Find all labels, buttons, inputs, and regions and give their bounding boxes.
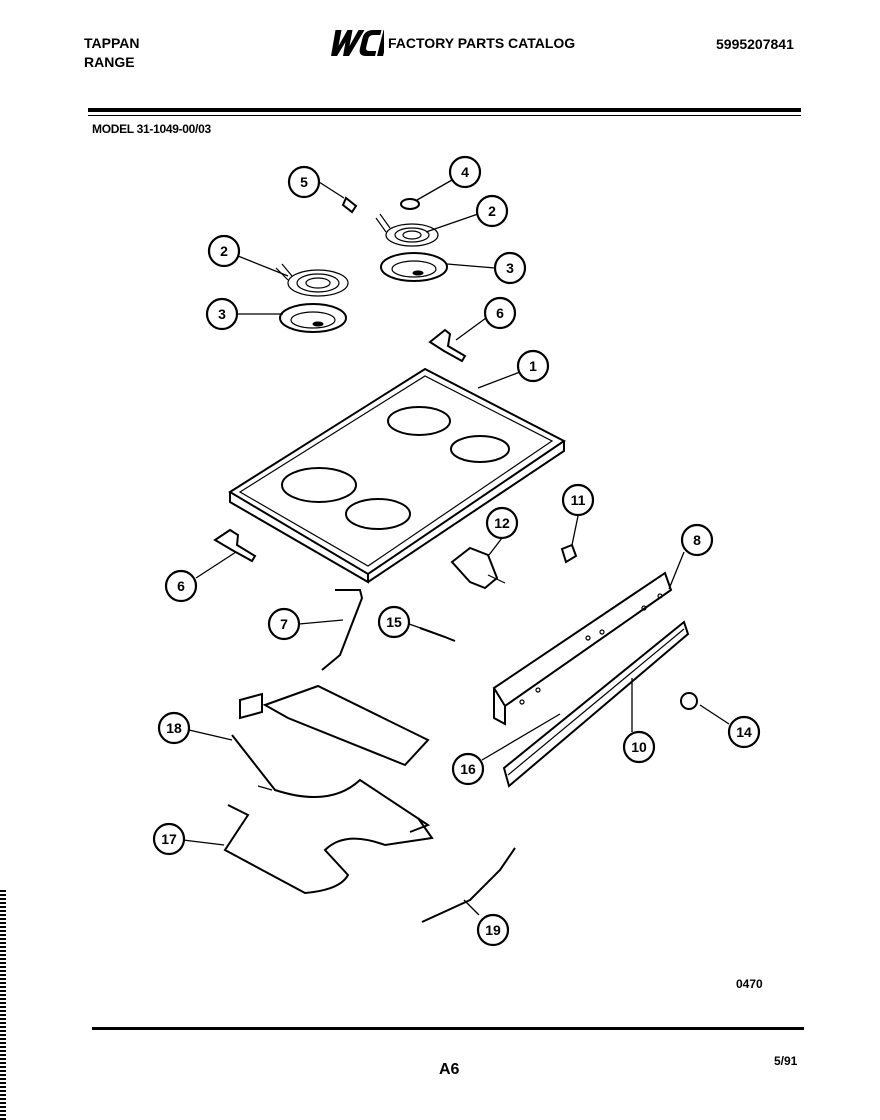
- wire-part-7: [321, 589, 364, 671]
- svg-text:14: 14: [736, 724, 752, 740]
- broil-element-part-17: [223, 804, 434, 895]
- svg-text:15: 15: [386, 614, 402, 630]
- surface-element-left: [275, 263, 349, 297]
- wire-part-19: [421, 847, 516, 923]
- rail-part-10: [502, 620, 690, 788]
- callout-5: 5: [287, 165, 321, 199]
- bake-element-part-18: [231, 684, 431, 833]
- callout-2-rear: 2: [475, 194, 509, 228]
- surface-element-rear: [375, 213, 439, 247]
- part-5-terminal-block: [341, 196, 358, 214]
- callout-10: 10: [622, 730, 656, 764]
- bracket-part-8: [492, 571, 673, 726]
- callout-12: 12: [485, 506, 519, 540]
- svg-text:12: 12: [494, 515, 510, 531]
- svg-text:2: 2: [220, 243, 228, 259]
- svg-text:3: 3: [506, 260, 514, 276]
- svg-text:6: 6: [177, 578, 185, 594]
- model-number: MODEL 31-1049-00/03: [92, 122, 211, 136]
- catalog-title: FACTORY PARTS CATALOG: [388, 35, 576, 51]
- svg-text:4: 4: [461, 164, 469, 180]
- callout-15: 15: [377, 605, 411, 639]
- svg-text:7: 7: [280, 616, 288, 632]
- svg-text:1: 1: [529, 358, 537, 374]
- callout-14: 14: [727, 715, 761, 749]
- product-label: RANGE: [84, 54, 135, 70]
- drawing-code: 0470: [736, 977, 763, 991]
- part-number: 5995207841: [716, 36, 794, 52]
- page-number: A6: [439, 1061, 460, 1078]
- wci-logo: [331, 30, 384, 56]
- part-4: [400, 198, 420, 210]
- svg-text:3: 3: [218, 306, 226, 322]
- callout-6-right: 6: [483, 296, 517, 330]
- svg-text:6: 6: [496, 305, 504, 321]
- leader-lines: [182, 179, 730, 916]
- callout-3-left: 3: [205, 297, 239, 331]
- hinge-right: [428, 328, 467, 363]
- part-12-switch: [450, 546, 506, 590]
- footer-rule: [92, 1027, 804, 1030]
- hinge-left: [213, 528, 257, 563]
- callout-7: 7: [267, 607, 301, 641]
- svg-text:17: 17: [161, 831, 177, 847]
- part-14: [680, 692, 698, 710]
- header-rule: [88, 108, 801, 112]
- callout-11: 11: [561, 483, 595, 517]
- callout-3-rear: 3: [493, 251, 527, 285]
- callout-1: 1: [516, 349, 550, 383]
- callout-16: 16: [451, 752, 485, 786]
- svg-text:16: 16: [460, 761, 476, 777]
- svg-text:18: 18: [166, 720, 182, 736]
- svg-text:8: 8: [693, 532, 701, 548]
- svg-text:2: 2: [488, 203, 496, 219]
- svg-text:11: 11: [571, 492, 586, 508]
- drip-pan-left: [279, 303, 347, 333]
- svg-text:19: 19: [485, 922, 501, 938]
- callout-4: 4: [448, 155, 482, 189]
- brand-label: TAPPAN: [84, 35, 140, 51]
- callout-2-left: 2: [207, 234, 241, 268]
- callout-18: 18: [157, 711, 191, 745]
- callout-8: 8: [680, 523, 714, 557]
- catalog-date: 5/91: [774, 1054, 798, 1068]
- callout-19: 19: [476, 913, 510, 947]
- header-rule-thin: [88, 115, 801, 116]
- svg-text:5: 5: [300, 174, 308, 190]
- drip-pan-rear: [380, 252, 448, 282]
- callout-6-left: 6: [164, 569, 198, 603]
- cooktop-part: [228, 367, 566, 584]
- scan-edge-artifact: [0, 890, 6, 1120]
- part-11: [560, 543, 578, 564]
- svg-text:10: 10: [631, 739, 647, 755]
- callout-17: 17: [152, 822, 186, 856]
